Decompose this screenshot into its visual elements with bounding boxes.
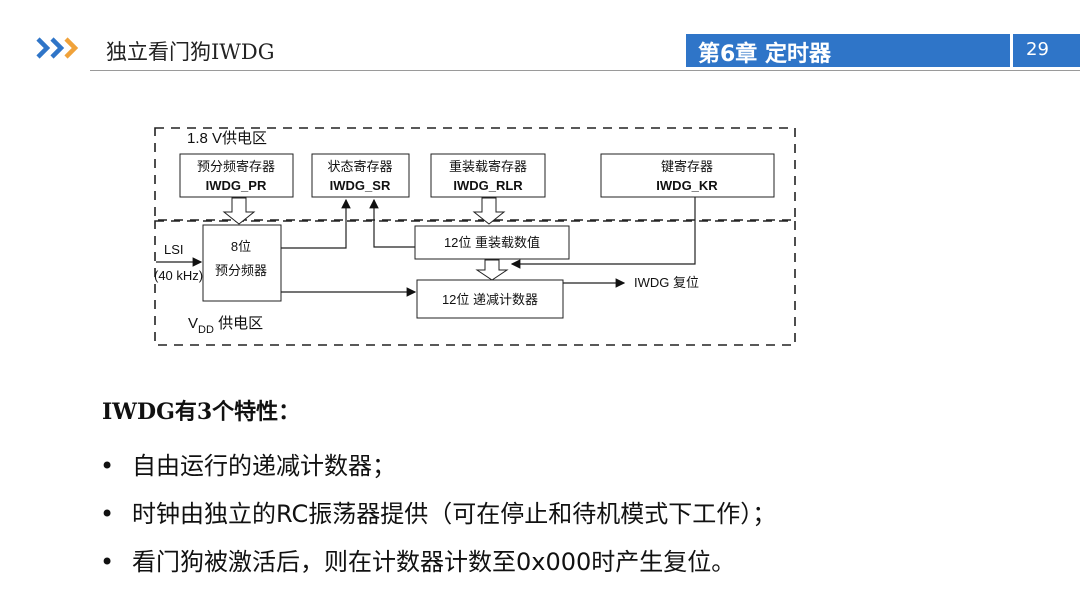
feature-text-1: 自由运行的递减计数器； (132, 452, 396, 480)
prescaler-to-sr-line (281, 198, 351, 249)
hollow-arrow-pr (222, 197, 256, 225)
register-name-rlr: 重装载寄存器 (449, 159, 527, 174)
prescaler-line2: 预分频器 (215, 263, 267, 278)
register-name-sr: 状态寄存器 (327, 159, 392, 174)
prescaler-line1: 8位 (231, 239, 251, 254)
chapter-title: 第6章 定时器 (698, 42, 831, 67)
prescaler-box (202, 224, 282, 302)
zone-1v8-label: 1.8 V供电区 (187, 130, 267, 147)
bullet-icon: • (100, 500, 115, 528)
bullet-icon: • (100, 548, 115, 576)
register-name-pr: 预分频寄存器 (197, 159, 275, 174)
zone-vdd-label: VDD 供电区 (188, 315, 263, 336)
register-id-rlr: IWDG_RLR (453, 178, 523, 193)
header-divider (90, 70, 1080, 71)
lsi-label: LSI (164, 242, 184, 257)
hollow-arrow-reload (475, 259, 509, 281)
iwdg-reset-label: IWDG 复位 (634, 275, 699, 290)
iwdg-block-diagram: 1.8 V供电区 VDD 供电区 预分频寄存器 IWDG_PR 状态寄存器 IW… (154, 127, 796, 346)
bullet-icon: • (100, 452, 115, 480)
reload-value-label: 12位 重装载数值 (444, 235, 540, 250)
register-id-pr: IWDG_PR (206, 178, 267, 193)
feature-text-2: 时钟由独立的RC振荡器提供（可在停止和待机模式下工作）； (132, 500, 777, 528)
chevrons-right-icon (36, 37, 79, 59)
register-id-kr: IWDG_KR (656, 178, 718, 193)
lsi-frequency: (40 kHz) (154, 268, 203, 283)
counter-box (416, 279, 564, 319)
feature-bullet-3: • 看门狗被激活后，则在计数器计数至0x000时产生复位。 (100, 542, 735, 577)
register-box-pr (179, 153, 294, 198)
reload-value-box (414, 225, 570, 260)
register-box-rlr (430, 153, 546, 198)
register-name-kr: 键寄存器 (661, 159, 713, 174)
register-id-sr: IWDG_SR (330, 178, 391, 193)
feature-text-3: 看门狗被激活后，则在计数器计数至0x000时产生复位。 (132, 548, 736, 576)
counter-label: 12位 递减计数器 (442, 292, 538, 307)
zone-vdd (154, 220, 796, 346)
features-heading: IWDG有3个特性： (102, 399, 301, 425)
zone-1v8 (154, 127, 796, 221)
feature-bullet-2: • 时钟由独立的RC振荡器提供（可在停止和待机模式下工作）； (100, 494, 776, 529)
register-box-sr (311, 153, 410, 198)
chapter-bar (686, 34, 1010, 67)
hollow-arrow-rlr (472, 197, 506, 225)
register-box-kr (600, 153, 775, 198)
page-number: 29 (1026, 39, 1049, 60)
feature-bullet-1: • 自由运行的递减计数器； (100, 446, 396, 481)
reload-to-sr-line (369, 198, 415, 248)
page-title: 独立看门狗IWDG (106, 40, 275, 64)
page-number-box (1013, 34, 1080, 67)
kr-to-counter-line (510, 197, 696, 269)
